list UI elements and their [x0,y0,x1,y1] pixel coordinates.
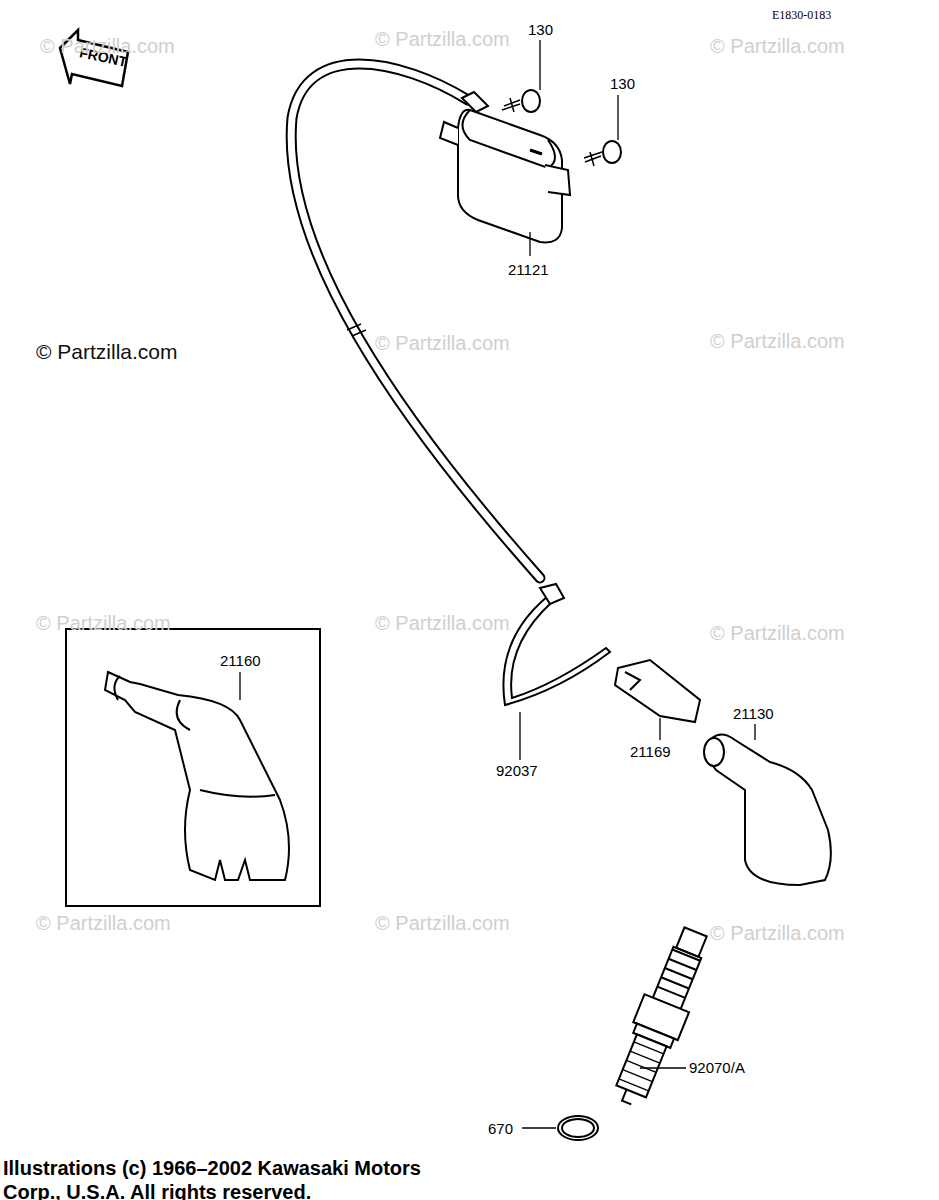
watermark: © Partzilla.com [710,922,845,944]
watermark: © Partzilla.com [710,35,845,57]
callout-number: 21130 [733,706,774,723]
watermark: © Partzilla.com [375,612,510,634]
watermark: © Partzilla.com [710,330,845,352]
watermark: © Partzilla.com [36,612,171,634]
watermark: © Partzilla.com [710,622,845,644]
drawing-code: E1830-0183 [772,9,831,22]
callout-number: 130 [610,76,635,93]
callout-number: 92070/A [689,1060,745,1077]
watermark: © Partzilla.com [375,28,510,50]
watermark: © Partzilla.com [36,340,178,363]
callout-number: 21169 [630,744,671,761]
callout-number: 21121 [508,262,549,279]
copyright-caption: Illustrations (c) 1966–2002 Kawasaki Mot… [3,1156,458,1200]
callout-number: 21160 [220,653,261,670]
callout-number: 670 [488,1121,513,1138]
watermark: © Partzilla.com [375,912,510,934]
watermark: © Partzilla.com [36,912,171,934]
inset-box: 21160 [65,628,321,907]
watermark: © Partzilla.com [375,332,510,354]
watermark: © Partzilla.com [40,35,175,57]
callout-number: 130 [528,22,553,39]
callout-number: 92037 [496,763,538,780]
